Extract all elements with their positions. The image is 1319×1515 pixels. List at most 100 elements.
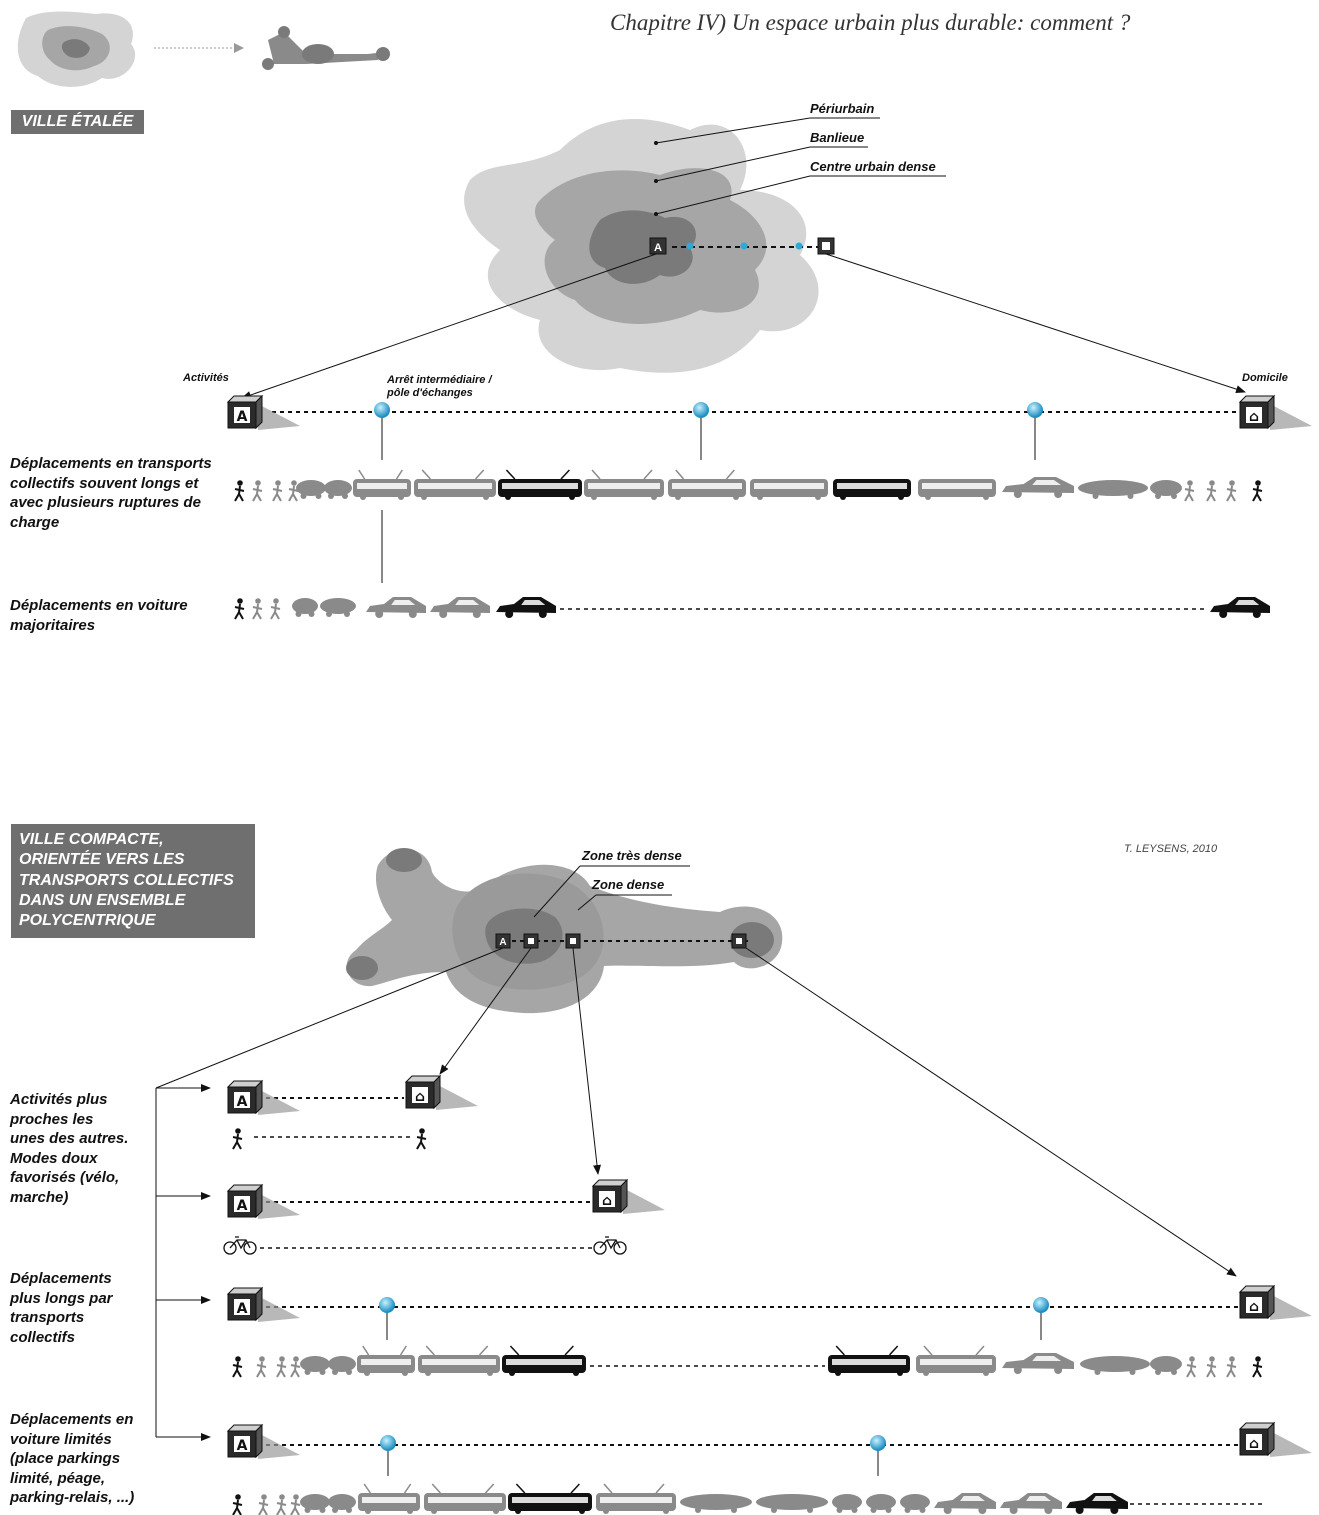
car-icon bbox=[1210, 597, 1270, 618]
bus-icon bbox=[358, 1483, 420, 1514]
sprawl-endpoints-row bbox=[272, 411, 1245, 583]
home-label: Domicile bbox=[1242, 372, 1288, 384]
tram-icon bbox=[414, 469, 496, 500]
car-icon bbox=[430, 597, 490, 618]
interchange-stop-icon bbox=[374, 402, 390, 418]
compact-map-box-home-1 bbox=[523, 933, 539, 949]
morph-icon bbox=[320, 598, 356, 617]
tram-icon bbox=[508, 1483, 592, 1514]
svg-text:A: A bbox=[237, 1438, 248, 1454]
pedestrian-icon bbox=[1206, 480, 1217, 502]
pedestrian-icon bbox=[1186, 1356, 1197, 1378]
morph-icon bbox=[680, 1494, 752, 1513]
activity-box-icon: A bbox=[226, 394, 300, 430]
interchange-stop-icon bbox=[380, 1435, 396, 1451]
svg-text:⌂: ⌂ bbox=[1249, 409, 1259, 425]
compact-map-box-home-2 bbox=[565, 933, 581, 949]
pedestrian-icon bbox=[1252, 480, 1263, 502]
svg-text:⌂: ⌂ bbox=[415, 1089, 425, 1105]
morph-icon bbox=[1078, 480, 1148, 499]
morph-icon bbox=[324, 480, 352, 499]
pedestrian-icon bbox=[1184, 480, 1195, 502]
zone-dense-center-label: Centre urbain dense bbox=[810, 159, 936, 174]
bicycle-icon bbox=[223, 1236, 257, 1255]
tram-icon bbox=[424, 1483, 506, 1514]
tram-icon bbox=[418, 1345, 500, 1376]
pedestrian-icon bbox=[252, 480, 263, 502]
svg-text:A: A bbox=[654, 242, 662, 254]
car-icon bbox=[1002, 477, 1074, 498]
interchange-stop-icon bbox=[1033, 1297, 1049, 1313]
stop-label: Arrêt intermédiaire / pôle d'échanges bbox=[387, 374, 492, 399]
bus-icon bbox=[750, 479, 828, 500]
morph-icon bbox=[1150, 1356, 1182, 1375]
activity-box-icon: A bbox=[226, 1286, 300, 1322]
zone-periurban-label: Périurbain bbox=[810, 101, 875, 116]
pedestrian-icon bbox=[258, 1494, 269, 1515]
tram-icon bbox=[584, 469, 664, 500]
spread-transit-row-text: Déplacements en transports collectifs so… bbox=[10, 455, 212, 531]
map-home-box bbox=[817, 237, 835, 255]
pedestrian-icon bbox=[270, 598, 281, 620]
svg-text:A: A bbox=[237, 1198, 248, 1214]
pedestrian-icon bbox=[234, 480, 245, 502]
car-icon bbox=[934, 1493, 996, 1514]
pedestrian-icon bbox=[290, 1356, 301, 1378]
bus-icon bbox=[918, 479, 996, 500]
tram-icon bbox=[828, 1345, 910, 1376]
interchange-stop-icon bbox=[870, 1435, 886, 1451]
morph-icon bbox=[900, 1494, 930, 1513]
svg-text:⌂: ⌂ bbox=[602, 1193, 612, 1209]
car-icon bbox=[1002, 1353, 1074, 1374]
home-box-icon: ⌂ bbox=[591, 1178, 665, 1214]
morph-icon bbox=[756, 1494, 828, 1513]
car-icon bbox=[1000, 1493, 1062, 1514]
zone-very-dense-label: Zone très dense bbox=[582, 848, 682, 863]
activity-box-icon: A bbox=[226, 1423, 300, 1459]
pedestrian-icon bbox=[232, 1494, 243, 1515]
morph-icon bbox=[1150, 480, 1182, 499]
tram-icon bbox=[502, 1345, 586, 1376]
interchange-stop-icon bbox=[693, 402, 709, 418]
compact-map-box-home-3 bbox=[731, 933, 747, 949]
sprawl-to-compact-thumbnail bbox=[17, 11, 390, 87]
pedestrian-icon bbox=[232, 1128, 243, 1150]
car-icon bbox=[366, 597, 426, 618]
home-box-icon: ⌂ bbox=[1238, 1284, 1312, 1320]
bus-icon bbox=[357, 1345, 415, 1376]
pedestrian-icon bbox=[252, 598, 263, 620]
tram-icon bbox=[916, 1345, 996, 1376]
svg-text:⌂: ⌂ bbox=[1249, 1299, 1259, 1315]
zone-banlieue-label: Banlieue bbox=[810, 130, 865, 145]
tram-icon bbox=[498, 469, 582, 500]
pedestrian-icon bbox=[1226, 480, 1237, 502]
morph-icon bbox=[1080, 1356, 1150, 1375]
home-box-icon: ⌂ bbox=[1238, 1421, 1312, 1457]
sprawl-label: VILLE ÉTALÉE bbox=[11, 110, 144, 134]
home-box-icon: ⌂ bbox=[1238, 394, 1312, 430]
interchange-stop-icon bbox=[379, 1297, 395, 1313]
pedestrian-icon bbox=[232, 1356, 243, 1378]
morph-icon bbox=[300, 1356, 330, 1375]
activity-box-icon: A bbox=[226, 1079, 300, 1115]
compact-row-lines bbox=[254, 1097, 1265, 1505]
pedestrian-icon bbox=[1252, 1356, 1263, 1378]
pedestrian-icon bbox=[276, 1356, 287, 1378]
morph-icon bbox=[300, 1494, 330, 1513]
pedestrian-icon bbox=[272, 480, 283, 502]
interchange-stop-icon bbox=[1027, 402, 1043, 418]
pedestrian-icon bbox=[256, 1356, 267, 1378]
svg-text:A: A bbox=[237, 409, 248, 425]
sprawl-city-map: A bbox=[241, 117, 1246, 399]
bicycle-icon bbox=[593, 1236, 627, 1255]
morph-icon bbox=[832, 1494, 862, 1513]
activity-box-icon: A bbox=[226, 1183, 300, 1219]
map-activity-box: A bbox=[649, 237, 667, 255]
pedestrian-icon bbox=[290, 1494, 301, 1515]
car-icon bbox=[1066, 1493, 1128, 1514]
spread-car-row-text: Déplacements en voiture majoritaires bbox=[10, 597, 188, 634]
bus-icon bbox=[353, 469, 411, 500]
